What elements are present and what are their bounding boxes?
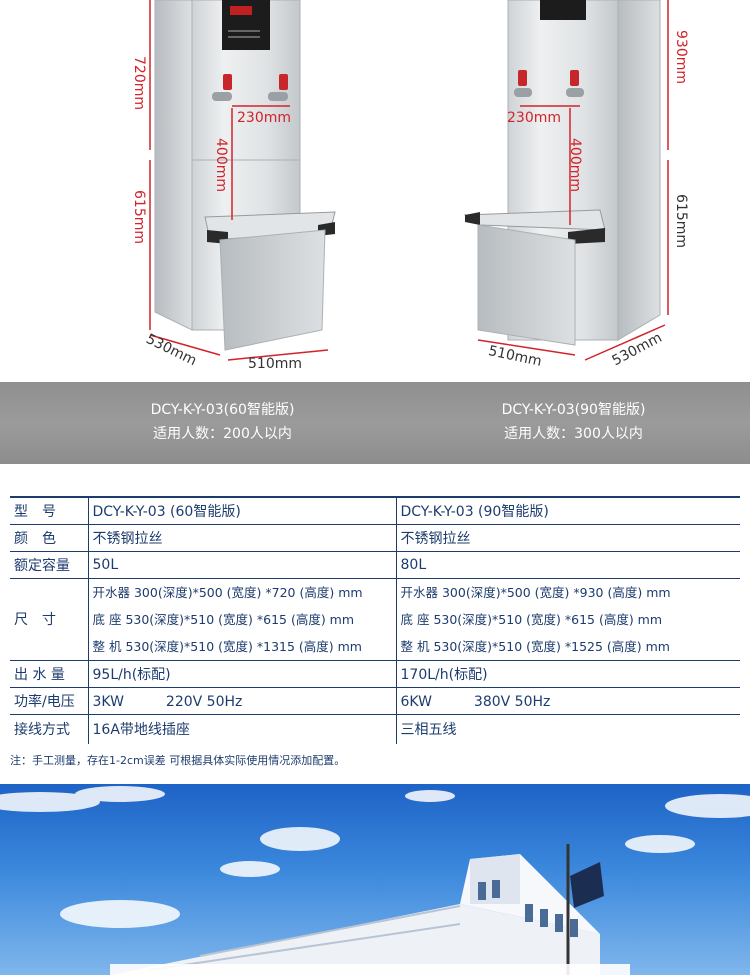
left-machine xyxy=(154,0,336,351)
model-banner: DCY-K-Y-03(60智能版) 适用人数：200人以内 DCY-K-Y-03… xyxy=(0,382,750,464)
right-tap-height-label: 400mm xyxy=(567,138,583,192)
spec-table: 型 号 DCY-K-Y-03 (60智能版) DCY-K-Y-03 (90智能版… xyxy=(10,496,740,744)
model-right-name: DCY-K-Y-03(90智能版) xyxy=(501,402,646,418)
row-label: 额定容量 xyxy=(10,551,89,579)
size-line: 整 机 530(深度)*510 (宽度) *1315 (高度) mm xyxy=(92,638,362,654)
right-tap-gap-label: 230mm xyxy=(507,110,561,126)
cell-col1: 95L/h(标配) xyxy=(88,660,397,688)
cell-col1: DCY-K-Y-03 (60智能版) xyxy=(88,496,397,525)
cell-col1: 50L xyxy=(88,551,397,579)
model-left-name: DCY-K-Y-03(60智能版) xyxy=(150,402,295,418)
size-line: 底 座 530(深度)*510 (宽度) *615 (高度) mm xyxy=(92,611,355,627)
size-line: 整 机 530(深度)*510 (宽度) *1525 (高度) mm xyxy=(400,638,670,654)
size-line: 开水器 300(深度)*500 (宽度) *720 (高度) mm xyxy=(92,584,363,600)
model-right-capacity: 适用人数：300人以内 xyxy=(504,426,643,442)
right-height-lower-label: 615mm xyxy=(673,194,689,248)
company-building-image xyxy=(0,784,750,975)
cell-col2: 6KW 380V 50Hz xyxy=(396,687,740,715)
cell-col1: 16A带地线插座 xyxy=(88,714,397,744)
left-height-upper-label: 720mm xyxy=(131,56,147,110)
size-line: 底 座 530(深度)*510 (宽度) *615 (高度) mm xyxy=(400,611,663,627)
left-tap-height-label: 400mm xyxy=(213,138,229,192)
spec-table-section: 型 号 DCY-K-Y-03 (60智能版) DCY-K-Y-03 (90智能版… xyxy=(10,496,740,768)
right-machine xyxy=(463,0,661,346)
cell-col2: 不锈钢拉丝 xyxy=(396,524,740,552)
table-row: 型 号 DCY-K-Y-03 (60智能版) DCY-K-Y-03 (90智能版… xyxy=(10,496,740,525)
table-row: 颜 色 不锈钢拉丝 不锈钢拉丝 xyxy=(10,524,740,552)
cell-col2: 三相五线 xyxy=(400,722,457,739)
left-tap-gap-label: 230mm xyxy=(237,110,291,126)
cell-col1: 不锈钢拉丝 xyxy=(88,524,397,552)
dimension-lines xyxy=(149,0,669,361)
water-boiler-illustrations xyxy=(149,0,669,361)
cell-col2: 170L/h(标配) xyxy=(396,660,740,688)
product-drawing-section: 720mm 615mm 230mm 400mm 530mm 510mm 930m… xyxy=(0,0,750,382)
cell-col1: 开水器 300(深度)*500 (宽度) *720 (高度) mm 底 座 53… xyxy=(88,578,397,661)
table-row: 尺 寸 开水器 300(深度)*500 (宽度) *720 (高度) mm 底 … xyxy=(10,578,740,661)
measurement-note: 注：手工测量，存在1-2cm误差 可根据具体实际使用情况添加配置。 xyxy=(10,754,346,767)
table-row: 功率/电压 3KW 220V 50Hz 6KW 380V 50Hz xyxy=(10,687,740,715)
row-label: 出 水 量 xyxy=(10,660,89,688)
row-label: 颜 色 xyxy=(10,524,89,552)
model-left: DCY-K-Y-03(60智能版) 适用人数：200人以内 xyxy=(35,382,410,446)
row-label: 功率/电压 xyxy=(10,687,89,715)
cell-col2: 80L xyxy=(396,551,740,579)
model-left-capacity: 适用人数：200人以内 xyxy=(153,426,292,442)
cell-col2: 开水器 300(深度)*500 (宽度) *930 (高度) mm 底 座 53… xyxy=(396,578,740,661)
model-right: DCY-K-Y-03(90智能版) 适用人数：300人以内 xyxy=(386,382,750,446)
cell-col1: 3KW 220V 50Hz xyxy=(88,687,397,715)
building-illustration xyxy=(0,786,750,975)
row-label: 型 号 xyxy=(10,496,89,525)
table-row: 出 水 量 95L/h(标配) 170L/h(标配) xyxy=(10,660,740,688)
table-row: 额定容量 50L 80L xyxy=(10,551,740,579)
left-width-label: 510mm xyxy=(248,356,302,372)
size-line: 开水器 300(深度)*500 (宽度) *930 (高度) mm xyxy=(400,584,671,600)
row-label: 尺 寸 xyxy=(10,578,89,661)
left-height-lower-label: 615mm xyxy=(131,190,147,244)
right-height-upper-label: 930mm xyxy=(673,30,689,84)
cell-col2: DCY-K-Y-03 (90智能版) xyxy=(396,496,740,525)
table-row: 接线方式 16A带地线插座 三相五线 xyxy=(10,714,740,744)
row-label: 接线方式 xyxy=(10,714,89,744)
